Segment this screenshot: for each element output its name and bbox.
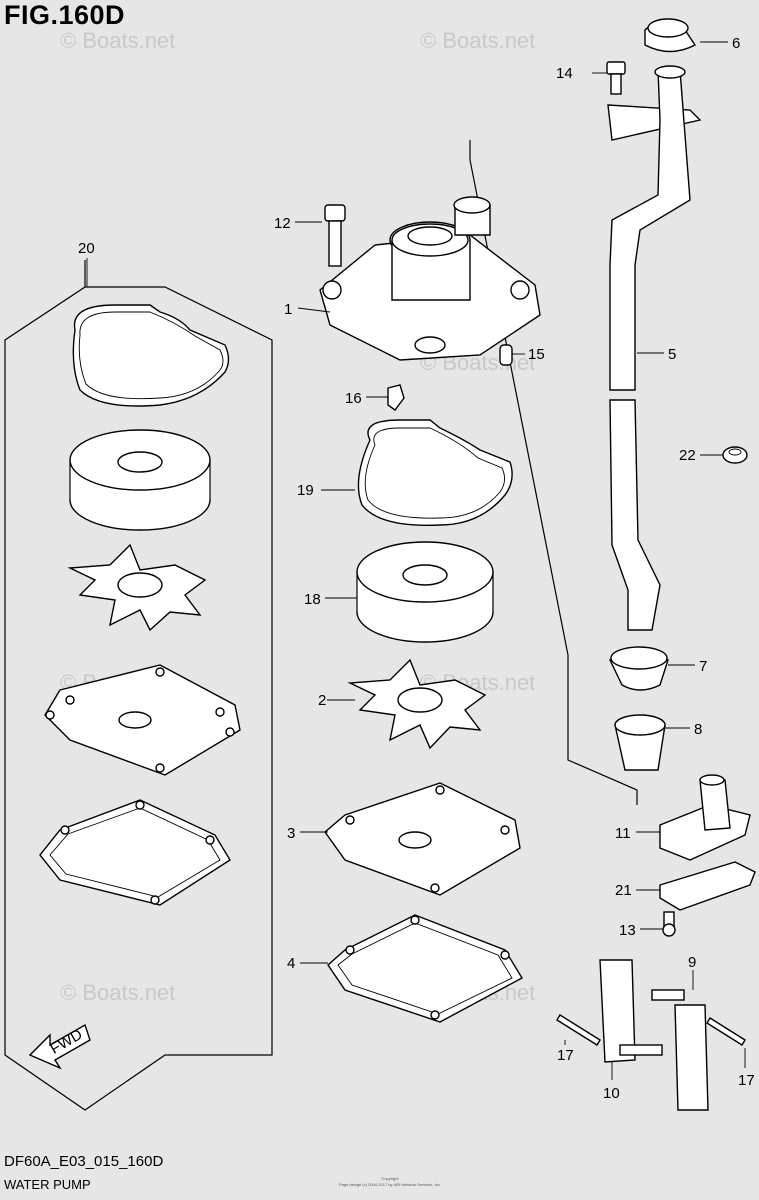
- part-6-grommet: [644, 18, 697, 53]
- callout-10: 10: [603, 1085, 620, 1102]
- part-14-bolt: [606, 61, 626, 95]
- callout-13: 13: [619, 922, 636, 939]
- part-1-pump-case: [319, 196, 541, 361]
- leader-lines: [86, 41, 746, 1080]
- callout-11: 11: [615, 825, 631, 842]
- part-17-screw-right: [706, 1017, 746, 1046]
- figure-code: DF60A_E03_015_160D: [4, 1153, 164, 1170]
- watermark-text: © Boats.net: [60, 980, 175, 1005]
- part-13-screw: [662, 911, 676, 937]
- kit-under-panel: [44, 664, 241, 776]
- callout-17-right: 17: [738, 1072, 755, 1089]
- part-9-bracket: [651, 989, 709, 1111]
- part-11-case: [659, 774, 751, 861]
- copyright-heading: Copyright: [381, 1176, 399, 1181]
- kit-gasket: [39, 799, 231, 906]
- callout-15: 15: [528, 346, 545, 363]
- callout-2: 2: [318, 692, 326, 709]
- callout-8: 8: [694, 721, 702, 738]
- kit-pump-case-liner: [69, 429, 211, 531]
- part-4-gasket: [327, 914, 523, 1023]
- callout-7: 7: [699, 658, 707, 675]
- callout-14: 14: [556, 65, 573, 82]
- callout-20: 20: [78, 240, 95, 257]
- part-3-under-panel: [324, 782, 521, 896]
- callout-labels: 1 2 3 4 5 6 7 8 9 10 11 12 13 14 15 16 1…: [78, 35, 755, 1102]
- callout-22: 22: [679, 447, 696, 464]
- figure-title: FIG.160D: [4, 0, 126, 30]
- callout-3: 3: [287, 825, 295, 842]
- callout-19: 19: [297, 482, 314, 499]
- kit-impeller: [67, 543, 207, 632]
- callout-1: 1: [284, 301, 292, 318]
- part-2-impeller: [347, 658, 487, 750]
- figure-name: WATER PUMP: [4, 1177, 91, 1192]
- callout-17-left: 17: [557, 1047, 574, 1064]
- part-8-seal: [614, 714, 666, 771]
- part-12-bolt: [324, 204, 346, 267]
- part-15-pin: [499, 344, 513, 366]
- watermark-text: © Boats.net: [420, 28, 535, 53]
- copyright-notice: Page design (c) 2004-2017 by ARI Network…: [338, 1182, 442, 1187]
- callout-6: 6: [732, 35, 740, 52]
- part-5-water-tube: [607, 65, 702, 631]
- bracket-line: [469, 140, 638, 805]
- callout-16: 16: [345, 390, 362, 407]
- part-17-screw-left: [556, 1014, 601, 1046]
- part-18-pump-case-liner: [356, 541, 494, 643]
- part-22-grommet: [722, 446, 748, 464]
- callout-4: 4: [287, 955, 295, 972]
- callout-9: 9: [688, 954, 696, 971]
- callout-21: 21: [615, 882, 632, 899]
- watermark-text: © Boats.net: [60, 28, 175, 53]
- part-21-strainer: [659, 861, 756, 911]
- part-7-grommet: [609, 646, 669, 691]
- part-16-key: [387, 384, 405, 411]
- kit-20-boundary: [4, 260, 273, 1111]
- part-10-bracket: [599, 959, 663, 1063]
- fwd-direction-arrow: FWD: [28, 1023, 91, 1070]
- callout-5: 5: [668, 346, 676, 363]
- callout-12: 12: [274, 215, 291, 232]
- callout-18: 18: [304, 591, 321, 608]
- kit-housing-gasket: [72, 304, 230, 407]
- part-19-gasket: [357, 419, 513, 527]
